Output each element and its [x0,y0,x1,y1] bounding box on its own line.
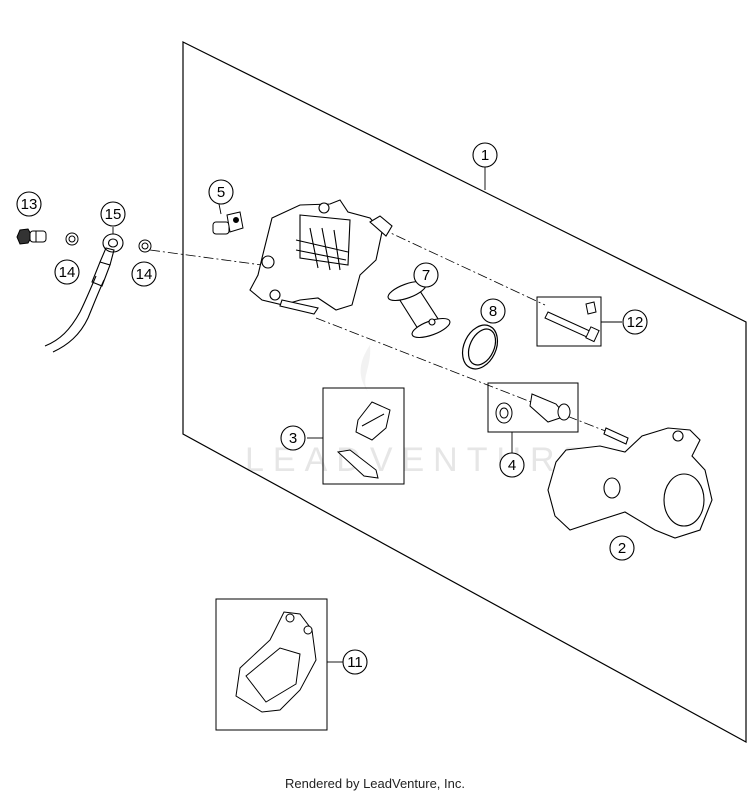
callout-2-label: 2 [618,540,626,557]
piston-seal [461,324,499,370]
callout-4-label: 4 [508,457,516,474]
callout-8-label: 8 [489,303,497,320]
callout-8: 8 [480,298,506,324]
callout-13-label: 13 [21,196,38,213]
watermark-flame-icon [360,345,371,392]
callout-14-right-label: 14 [136,266,153,283]
pad-spring [336,401,391,479]
brake-pad-box [215,598,328,731]
callout-3-label: 3 [289,430,297,447]
rubber-boots [495,393,571,424]
callout-14-left: 14 [54,259,80,285]
callout-2: 2 [609,535,635,561]
sealing-washers [65,232,152,253]
callout-5: 5 [208,179,234,205]
watermark: LEADVENTURE [245,441,595,479]
callout-5-label: 5 [217,184,225,201]
callout-7-label: 7 [422,267,430,284]
pin-kit-box [536,296,602,347]
assembly-frame [182,41,747,744]
callout-15-label: 15 [105,206,122,223]
brake-pads [235,611,317,713]
banjo-bolt [16,228,47,245]
caliper-housing [249,199,393,315]
brake-hose [44,233,124,353]
leader-lines [112,165,622,663]
callout-12: 12 [622,309,648,335]
caliper-piston [387,280,451,339]
boot-kit-box [487,382,579,433]
slide-pin [544,301,600,343]
footer-credit: Rendered by LeadVenture, Inc. [285,776,465,791]
callout-3: 3 [280,425,306,451]
callout-13: 13 [16,191,42,217]
parts-diagram: LEADVENTURE [16,41,747,744]
caliper-bracket [547,427,713,539]
callout-1: 1 [472,142,498,168]
callout-15: 15 [100,201,126,227]
callout-7: 7 [413,262,439,288]
pad-spring-box [322,387,405,485]
callout-1-label: 1 [481,147,489,164]
callout-11-label: 11 [347,654,363,671]
callout-14-right: 14 [131,261,157,287]
callout-4: 4 [499,452,525,478]
callout-12-label: 12 [627,314,644,331]
bleeder-valve [212,211,244,235]
callout-11: 11 [342,649,368,675]
callout-14-left-label: 14 [59,264,76,281]
